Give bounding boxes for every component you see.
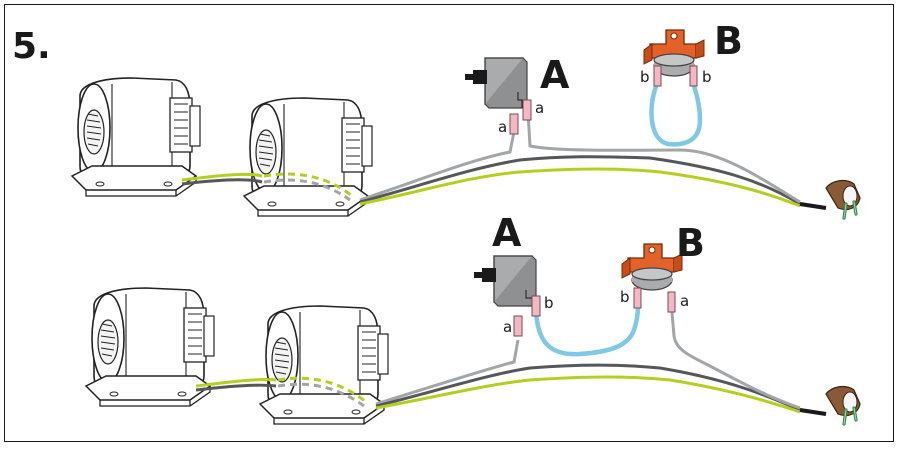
blower-fan-right xyxy=(259,305,389,425)
top-panel: A a a B b b xyxy=(71,19,862,220)
wire-green-hidden xyxy=(263,172,353,198)
wire-blue-bridge xyxy=(649,85,703,147)
terminal-label: a xyxy=(498,118,507,136)
terminal-label: b xyxy=(702,68,712,86)
wire-green-link xyxy=(195,377,277,388)
wire-grey-hidden xyxy=(263,178,351,202)
wire-green-link xyxy=(181,172,263,182)
thermostat-component-b xyxy=(621,243,683,291)
terminal-label: b xyxy=(544,294,554,312)
terminal-connector xyxy=(509,113,519,135)
terminal-connector xyxy=(513,315,523,337)
blower-fan-right xyxy=(243,97,373,217)
wire-green-hidden xyxy=(277,376,367,404)
plug-cord xyxy=(799,202,827,210)
diagram-frame xyxy=(4,4,894,442)
bottom-panel: A a b B b a xyxy=(85,211,862,426)
wire-dark-link xyxy=(195,383,277,392)
label-component-b: B xyxy=(676,221,705,265)
wire-blue-link xyxy=(533,305,641,357)
step-number: 5. xyxy=(12,26,51,67)
wire-dark-link xyxy=(181,178,263,186)
terminal-connector xyxy=(522,99,532,121)
terminal-label: a xyxy=(503,318,512,336)
label-component-a: A xyxy=(492,211,522,255)
terminal-label: a xyxy=(535,99,544,117)
blower-fan-left xyxy=(85,287,215,407)
label-component-b: B xyxy=(714,19,743,63)
terminal-connector xyxy=(689,65,698,87)
wire-grey-thermostat-to-plug xyxy=(670,311,801,410)
wire-grey-switch-to-plug xyxy=(526,111,801,204)
label-component-a: A xyxy=(540,53,570,97)
terminal-label: b xyxy=(640,68,650,86)
terminal-label: b xyxy=(620,288,630,306)
wire-green-main xyxy=(359,167,801,208)
plug-cord xyxy=(799,408,827,416)
power-plug xyxy=(824,384,862,426)
wire-grey-hidden xyxy=(277,382,365,408)
terminal-connector xyxy=(531,295,541,317)
terminal-connector xyxy=(633,287,642,309)
wire-grey-to-switch xyxy=(359,131,516,202)
terminal-connector xyxy=(653,65,662,87)
terminal-label: a xyxy=(680,292,689,310)
blower-fan-left xyxy=(71,77,201,197)
wire-dark-main xyxy=(375,363,801,412)
power-plug xyxy=(824,178,862,220)
terminal-connector xyxy=(667,291,676,313)
wire-grey-to-switch xyxy=(375,339,520,406)
wire-dark-main xyxy=(359,155,801,206)
wire-green-main xyxy=(375,375,801,414)
